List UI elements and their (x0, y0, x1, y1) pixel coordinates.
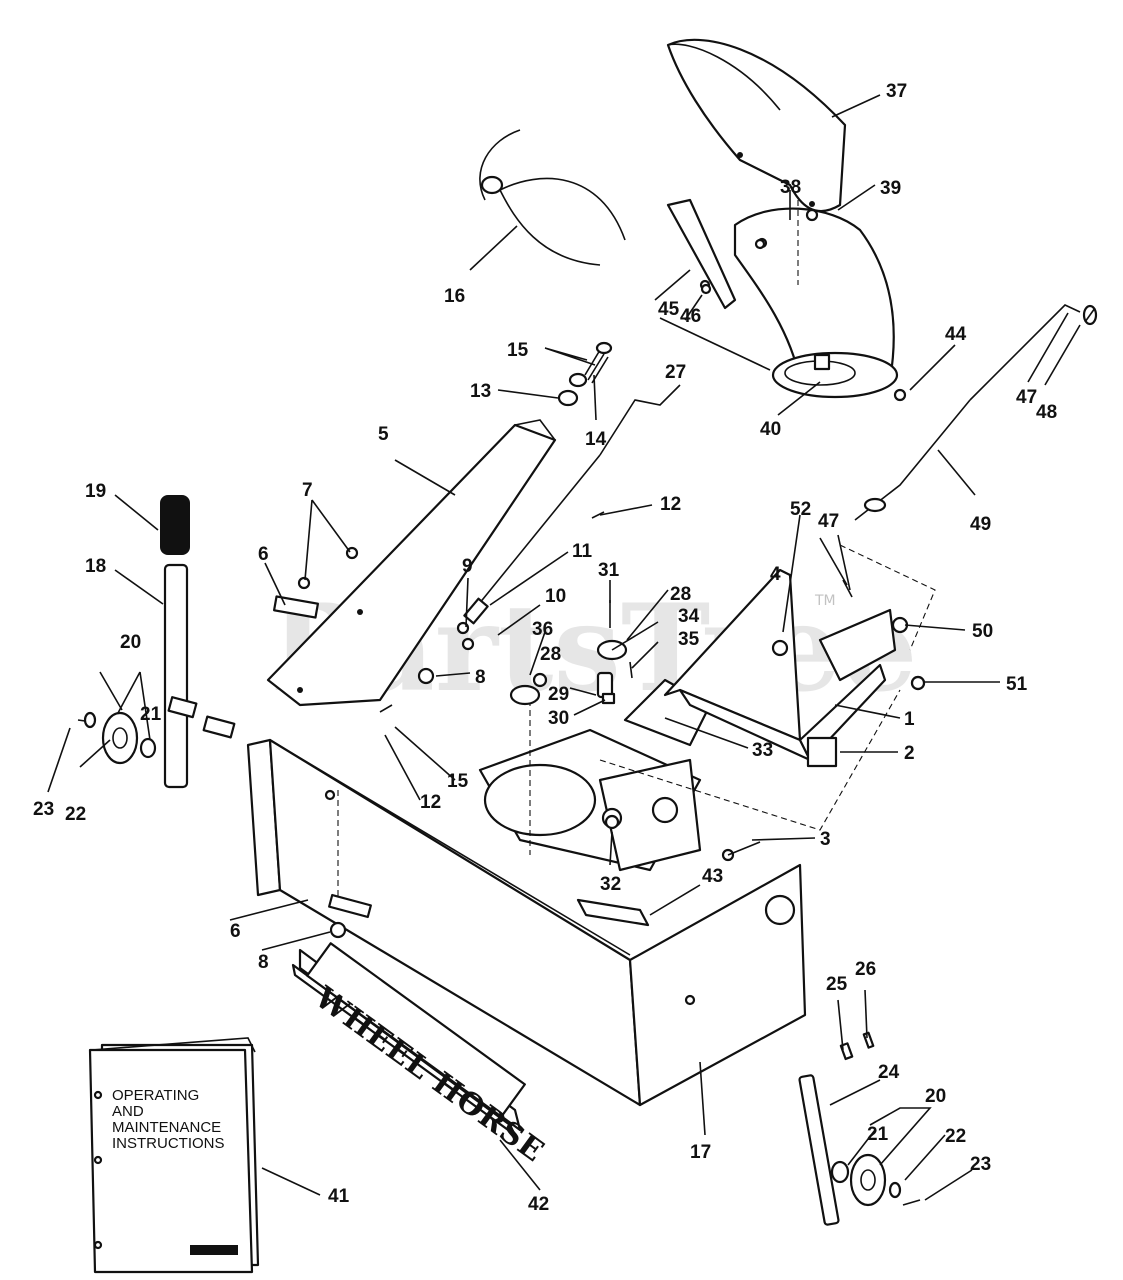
callout-51: 51 (1006, 674, 1028, 695)
callout-42: 42 (528, 1194, 549, 1215)
callout-20-left: 20 (120, 632, 141, 653)
control-cable (479, 129, 626, 266)
callout-7: 7 (302, 480, 313, 501)
callout-8-bottom: 8 (258, 952, 269, 973)
left-wheel (77, 696, 236, 765)
discharge-chute (733, 207, 907, 402)
leader-lines (47, 94, 1081, 1201)
callout-1: 1 (904, 709, 915, 730)
callout-40: 40 (760, 419, 781, 440)
gearbox-plate (478, 728, 702, 872)
callout-24: 24 (878, 1062, 900, 1083)
callout-37: 37 (886, 81, 907, 102)
callout-29: 29 (548, 684, 569, 705)
callout-19: 19 (85, 481, 106, 502)
alignment-lines (337, 200, 936, 905)
callout-44: 44 (945, 324, 967, 345)
callout-35: 35 (678, 629, 700, 650)
callout-26: 26 (855, 959, 876, 980)
manual-line-4: INSTRUCTIONS (112, 1135, 225, 1152)
callout-45: 45 (658, 299, 680, 320)
callout-2: 2 (904, 743, 915, 764)
callout-34: 34 (678, 606, 700, 627)
callout-20-right: 20 (925, 1086, 946, 1107)
callout-13: 13 (470, 381, 491, 402)
callout-47-top: 47 (1016, 387, 1037, 408)
callout-14: 14 (585, 429, 607, 450)
spring-assembly (557, 341, 613, 407)
manual: OPERATING AND MAINTENANCE INSTRUCTIONS (88, 1037, 260, 1274)
callout-43: 43 (702, 866, 723, 887)
callout-31: 31 (598, 560, 620, 581)
manual-line-2: AND (112, 1103, 144, 1120)
callout-6-bottom: 6 (230, 921, 241, 942)
chute-bracket (666, 198, 737, 310)
callout-18: 18 (85, 556, 106, 577)
callout-47-mid: 47 (818, 511, 839, 532)
callout-50: 50 (972, 621, 993, 642)
manual-line-3: MAINTENANCE (112, 1119, 221, 1136)
callout-8-mid: 8 (475, 667, 486, 688)
callout-52: 52 (790, 499, 811, 520)
callout-33: 33 (752, 740, 773, 761)
callout-9: 9 (462, 556, 473, 577)
callout-15-top: 15 (507, 340, 529, 361)
manual-line-1: OPERATING (112, 1087, 199, 1104)
callout-46: 46 (680, 306, 701, 327)
chute-support (266, 419, 557, 707)
callout-12-top: 12 (660, 494, 681, 515)
callout-11: 11 (572, 541, 593, 562)
scraper-bar (663, 568, 926, 768)
callout-23-left: 23 (33, 799, 54, 820)
callout-6-top: 6 (258, 544, 269, 565)
auger-housing (246, 738, 807, 1107)
callout-5: 5 (378, 424, 389, 445)
callout-21-left: 21 (140, 704, 162, 725)
crank-rod (463, 384, 681, 625)
callout-12-mid: 12 (420, 792, 441, 813)
bracket-2 (806, 736, 838, 768)
callout-labels: 37 39 38 16 45 46 27 40 44 47 48 49 15 1… (33, 81, 1057, 1215)
chute-deflector (666, 38, 847, 213)
callout-25: 25 (826, 974, 848, 995)
left-lever (160, 495, 190, 789)
callout-27: 27 (665, 362, 686, 383)
bracket-top (273, 595, 319, 619)
right-wheel (798, 1031, 921, 1226)
callout-15-mid: 15 (447, 771, 469, 792)
callout-21-right: 21 (867, 1124, 889, 1145)
watermark-tm: TM (814, 593, 836, 609)
callout-41: 41 (328, 1186, 350, 1207)
lever-handle (160, 495, 190, 555)
callout-28-top: 28 (670, 584, 691, 605)
callout-28-mid: 28 (540, 644, 561, 665)
callout-4: 4 (770, 564, 781, 585)
callout-16: 16 (444, 286, 465, 307)
callout-30: 30 (548, 708, 569, 729)
callout-36: 36 (532, 619, 553, 640)
callout-49: 49 (970, 514, 991, 535)
callout-23-right: 23 (970, 1154, 991, 1175)
callout-22-left: 22 (65, 804, 86, 825)
callout-10: 10 (545, 586, 566, 607)
callout-38: 38 (780, 177, 801, 198)
callout-3: 3 (820, 829, 831, 850)
callout-48: 48 (1036, 402, 1057, 423)
decal-plate (576, 898, 650, 927)
callout-39: 39 (880, 178, 901, 199)
callout-17: 17 (690, 1142, 711, 1163)
callout-32: 32 (600, 874, 621, 895)
callout-22-right: 22 (945, 1126, 966, 1147)
